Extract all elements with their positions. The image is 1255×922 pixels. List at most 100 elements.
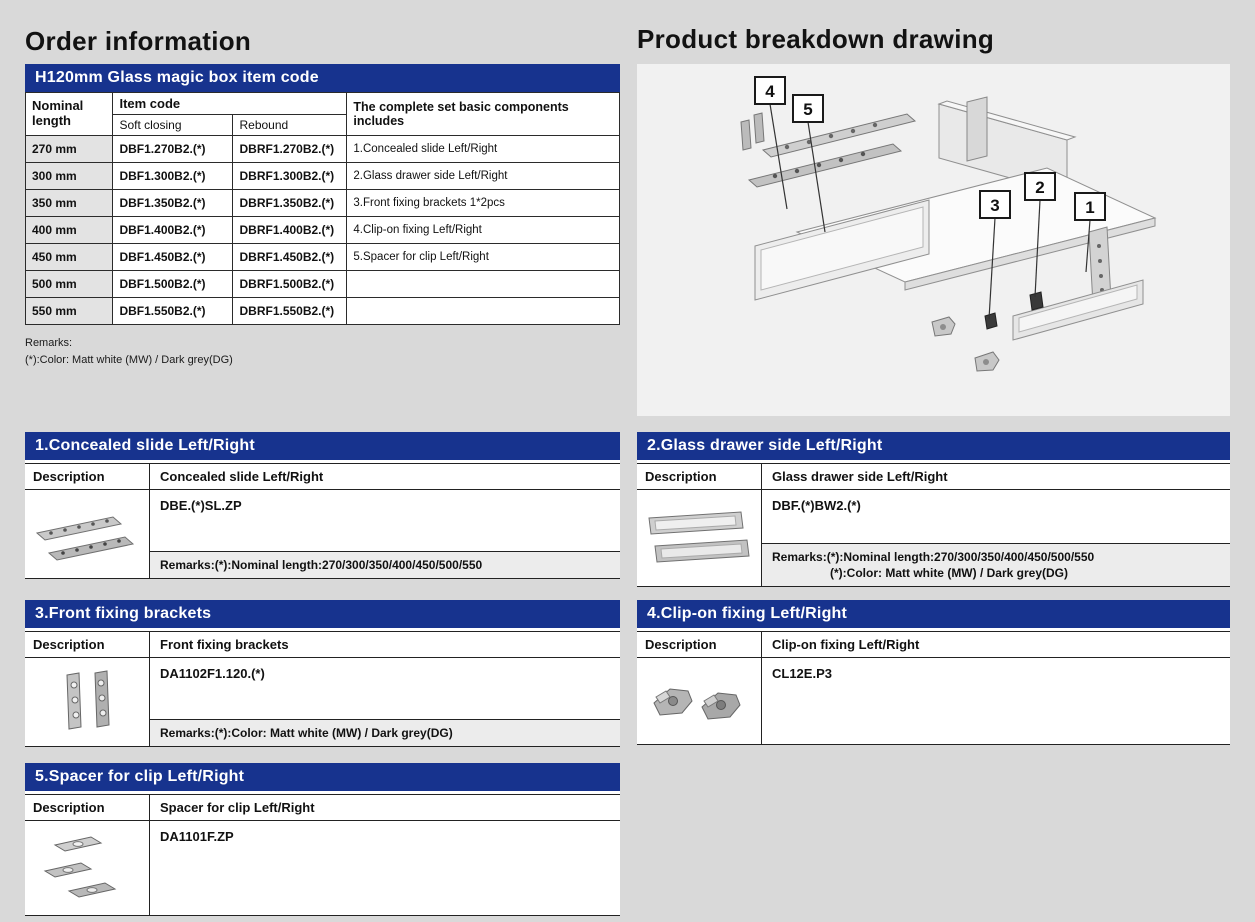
col-soft-closing: Soft closing bbox=[112, 114, 234, 136]
right-glass-side bbox=[1012, 279, 1144, 341]
part-label-3: 3 bbox=[979, 190, 1011, 219]
part-name: Spacer for clip Left/Right bbox=[150, 795, 620, 821]
part-code: DA1102F1.120.(*) bbox=[160, 666, 265, 681]
concealed-slide-rails bbox=[747, 113, 917, 188]
panel-body: Description Clip-on fixing Left/Right CL… bbox=[637, 631, 1230, 745]
panel-glass-drawer-side: 2.Glass drawer side Left/Right Descripti… bbox=[637, 432, 1230, 587]
remarks-line-1: Remarks:(*):Nominal length:270/300/350/4… bbox=[160, 557, 483, 572]
panel-title-bar: 4.Clip-on fixing Left/Right bbox=[637, 600, 1230, 628]
nominal-length-cell: 450 mm bbox=[24, 243, 114, 271]
panel-front-fixing-brackets: 3.Front fixing brackets Description Fron… bbox=[25, 600, 620, 747]
svg-text:1: 1 bbox=[1085, 198, 1094, 217]
component-cell: 1.Concealed slide Left/Right bbox=[346, 135, 620, 163]
rebound-code: DBRF1.270B2.(*) bbox=[232, 135, 348, 163]
breakdown-drawing: 4 5 3 2 1 bbox=[637, 64, 1230, 416]
component-cell bbox=[346, 297, 620, 325]
rebound-code: DBRF1.350B2.(*) bbox=[232, 189, 348, 217]
nominal-length-cell: 300 mm bbox=[24, 162, 114, 190]
component-cell: 2.Glass drawer side Left/Right bbox=[346, 162, 620, 190]
part-label-4: 4 bbox=[754, 76, 786, 105]
part-code: DBF.(*)BW2.(*) bbox=[772, 498, 861, 513]
clip-parts bbox=[931, 291, 1044, 372]
part-code: DA1101F.ZP bbox=[160, 829, 234, 844]
rebound-code: DBRF1.400B2.(*) bbox=[232, 216, 348, 244]
panel-content: CL12E.P3 bbox=[762, 658, 1230, 744]
remarks-line-1: Remarks:(*):Color: Matt white (MW) / Dar… bbox=[160, 725, 453, 740]
part-remarks: Remarks:(*):Nominal length:270/300/350/4… bbox=[762, 542, 1230, 586]
spacer-for-clip-icon bbox=[25, 821, 150, 915]
right-vertical-rail bbox=[1088, 226, 1112, 306]
nominal-length-cell: 400 mm bbox=[24, 216, 114, 244]
table-row: 300 mm DBF1.300B2.(*) DBRF1.300B2.(*) 2.… bbox=[24, 162, 620, 190]
nominal-length-cell: 270 mm bbox=[24, 135, 114, 163]
soft-closing-code: DBF1.550B2.(*) bbox=[112, 297, 234, 325]
front-bracket-parts bbox=[740, 112, 765, 151]
panel-content: DA1101F.ZP bbox=[150, 821, 620, 915]
svg-text:2: 2 bbox=[1035, 178, 1044, 197]
col-nominal-length: Nominal length bbox=[24, 92, 114, 136]
soft-closing-code: DBF1.270B2.(*) bbox=[112, 135, 234, 163]
rebound-code: DBRF1.550B2.(*) bbox=[232, 297, 348, 325]
panel-body: Description Concealed slide Left/Right D… bbox=[25, 463, 620, 579]
remarks-line-1: Remarks:(*):Nominal length:270/300/350/4… bbox=[772, 549, 1095, 564]
nominal-length-cell: 500 mm bbox=[24, 270, 114, 298]
panel-spacer-for-clip: 5.Spacer for clip Left/Right Description… bbox=[25, 763, 620, 916]
svg-text:5: 5 bbox=[803, 100, 812, 119]
order-information-title: Order information bbox=[25, 26, 252, 56]
component-cell bbox=[346, 270, 620, 298]
front-fixing-brackets-icon bbox=[25, 658, 150, 746]
rebound-code: DBRF1.500B2.(*) bbox=[232, 270, 348, 298]
table-row: 550 mm DBF1.550B2.(*) DBRF1.550B2.(*) bbox=[24, 297, 620, 325]
table-row: 350 mm DBF1.350B2.(*) DBRF1.350B2.(*) 3.… bbox=[24, 189, 620, 217]
component-cell: 5.Spacer for clip Left/Right bbox=[346, 243, 620, 271]
nominal-length-cell: 350 mm bbox=[24, 189, 114, 217]
order-table-header-bar: H120mm Glass magic box item code bbox=[25, 64, 620, 92]
soft-closing-code: DBF1.500B2.(*) bbox=[112, 270, 234, 298]
soft-closing-code: DBF1.300B2.(*) bbox=[112, 162, 234, 190]
panel-content: DBF.(*)BW2.(*) Remarks:(*):Nominal lengt… bbox=[762, 490, 1230, 586]
panel-title-bar: 3.Front fixing brackets bbox=[25, 600, 620, 628]
remarks-label: Remarks: bbox=[25, 337, 73, 349]
rebound-code: DBRF1.450B2.(*) bbox=[232, 243, 348, 271]
description-label: Description bbox=[25, 464, 150, 490]
table-header-row: Nominal length Item code The complete se… bbox=[24, 92, 620, 136]
soft-closing-code: DBF1.350B2.(*) bbox=[112, 189, 234, 217]
col-components: The complete set basic components includ… bbox=[346, 92, 620, 136]
svg-text:4: 4 bbox=[765, 82, 775, 101]
panel-content: DA1102F1.120.(*) Remarks:(*):Color: Matt… bbox=[150, 658, 620, 746]
panel-title-bar: 5.Spacer for clip Left/Right bbox=[25, 763, 620, 791]
left-glass-side bbox=[754, 199, 930, 301]
concealed-slide-icon bbox=[25, 490, 150, 578]
part-label-5: 5 bbox=[792, 94, 824, 123]
order-table-block: H120mm Glass magic box item code Nominal… bbox=[24, 64, 620, 368]
part-name: Front fixing brackets bbox=[150, 632, 620, 658]
part-code: DBE.(*)SL.ZP bbox=[160, 498, 242, 513]
panel-title-bar: 1.Concealed slide Left/Right bbox=[25, 432, 620, 460]
exploded-drawing-svg: 4 5 3 2 1 bbox=[740, 76, 1157, 372]
rebound-code: DBRF1.300B2.(*) bbox=[232, 162, 348, 190]
panel-content: DBE.(*)SL.ZP Remarks:(*):Nominal length:… bbox=[150, 490, 620, 578]
table-row: 400 mm DBF1.400B2.(*) DBRF1.400B2.(*) 4.… bbox=[24, 216, 620, 244]
clip-on-fixing-icon bbox=[637, 658, 762, 744]
part-code: CL12E.P3 bbox=[772, 666, 832, 681]
table-row: 500 mm DBF1.500B2.(*) DBRF1.500B2.(*) bbox=[24, 270, 620, 298]
panel-title-bar: 2.Glass drawer side Left/Right bbox=[637, 432, 1230, 460]
soft-closing-code: DBF1.450B2.(*) bbox=[112, 243, 234, 271]
part-label-1: 1 bbox=[1074, 192, 1106, 221]
order-table: Nominal length Item code The complete se… bbox=[24, 92, 620, 325]
remarks-line-2: (*):Color: Matt white (MW) / Dark grey(D… bbox=[830, 565, 1068, 580]
part-name: Clip-on fixing Left/Right bbox=[762, 632, 1230, 658]
part-name: Concealed slide Left/Right bbox=[150, 464, 620, 490]
panel-body: Description Glass drawer side Left/Right… bbox=[637, 463, 1230, 587]
component-cell: 4.Clip-on fixing Left/Right bbox=[346, 216, 620, 244]
table-remarks: Remarks: (*):Color: Matt white (MW) / Da… bbox=[25, 335, 620, 368]
rear-vertical-rail bbox=[966, 96, 988, 162]
nominal-length-cell: 550 mm bbox=[24, 297, 114, 325]
part-remarks: Remarks:(*):Color: Matt white (MW) / Dar… bbox=[150, 718, 620, 746]
leader-lines bbox=[769, 103, 1091, 320]
component-cell: 3.Front fixing brackets 1*2pcs bbox=[346, 189, 620, 217]
part-name: Glass drawer side Left/Right bbox=[762, 464, 1230, 490]
description-label: Description bbox=[25, 795, 150, 821]
breakdown-drawing-title: Product breakdown drawing bbox=[637, 24, 995, 54]
